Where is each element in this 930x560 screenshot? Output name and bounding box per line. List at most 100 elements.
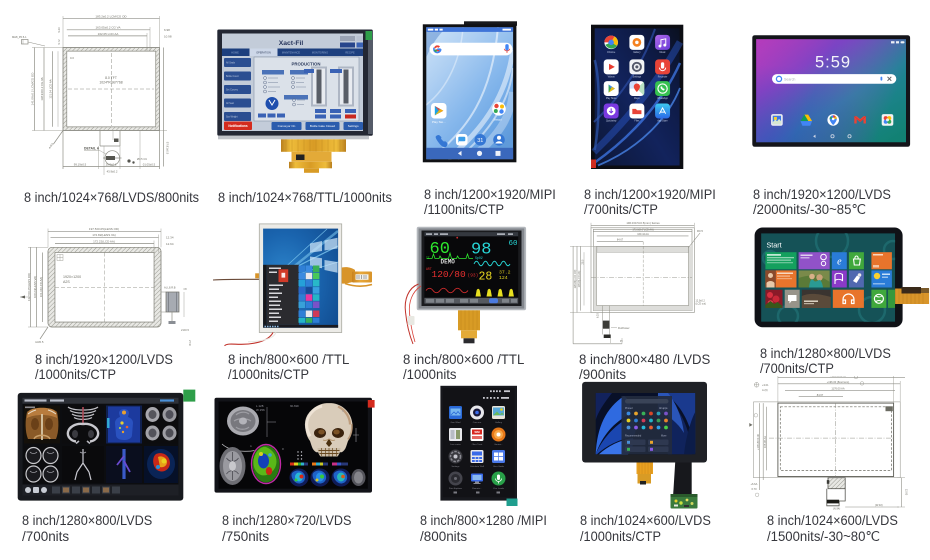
svg-text:(93): (93) (468, 273, 479, 279)
svg-text:132.5±0.05(LENS OD): 132.5±0.05(LENS OD) (27, 273, 31, 301)
svg-text:App Store: App Store (657, 120, 668, 123)
svg-text:Play Store: Play Store (606, 97, 617, 100)
svg-text:Sys Weight: Sys Weight (226, 116, 238, 119)
svg-text:SIM: SIM (474, 430, 480, 434)
svg-text:Settings: Settings (348, 124, 359, 128)
svg-text:Ober Treat: Ober Treat (472, 443, 483, 446)
svg-text:W 256: W 256 (256, 408, 265, 412)
svg-text:9.23: 9.23 (57, 27, 61, 33)
svg-text:Files: Files (634, 121, 640, 123)
svg-text:WhatsApp: WhatsApp (657, 97, 668, 100)
svg-text:All Seal: All Seal (226, 102, 234, 105)
svg-text:Pinned: Pinned (625, 407, 633, 410)
svg-text:PRODUCTION: PRODUCTION (292, 62, 321, 67)
svg-text:Start: Start (767, 241, 782, 250)
svg-text:Xаct-Fіl: Xаct-Fіl (279, 39, 304, 47)
svg-text:Vice Loude: Vice Loude (493, 488, 505, 490)
svg-text:8.0 TFT: 8.0 TFT (105, 76, 117, 80)
svg-text:3D-SSD: 3D-SSD (290, 405, 299, 408)
svg-text:Remote...: Remote... (472, 487, 482, 490)
svg-text:Notifications: Notifications (228, 124, 248, 128)
svg-text:124: 124 (499, 275, 508, 281)
svg-text:4-R0.5: 4-R0.5 (35, 340, 44, 344)
svg-text:Gurten...: Gurten... (494, 443, 503, 446)
svg-text:MH8_P0.5-1: MH8_P0.5-1 (12, 35, 27, 39)
svg-text:197.5±0.05(LENS OD): 197.5±0.05(LENS OD) (89, 227, 119, 231)
svg-text:84.67: 84.67 (817, 393, 824, 397)
svg-text:173.0(8.0"LCD AA): 173.0(8.0"LCD AA) (632, 229, 653, 232)
svg-text:43.9±0.2: 43.9±0.2 (107, 170, 118, 174)
svg-text:126.84(LCD OD): 126.84(LCD OD) (574, 269, 577, 288)
svg-text:Maps: Maps (634, 98, 640, 100)
svg-text:108.24(LENS VA): 108.24(LENS VA) (33, 276, 37, 298)
svg-text:Ø3.5 CU: Ø3.5 CU (137, 157, 147, 161)
svg-text:SpO2: SpO2 (475, 256, 483, 260)
svg-text:6.20: 6.20 (597, 313, 600, 318)
svg-text:II: II (426, 256, 430, 260)
svg-text:MAINTENANCE: MAINTENANCE (282, 52, 301, 55)
svg-text:ART: ART (426, 267, 432, 271)
svg-text:Music: Music (660, 52, 667, 54)
svg-text:DETAIL A: DETAIL A (84, 147, 100, 151)
svg-text:e: e (837, 257, 842, 268)
svg-text:10.98: 10.98 (164, 35, 172, 39)
svg-text:MONITORING: MONITORING (312, 52, 328, 55)
svg-text:1176.00 AA: 1176.00 AA (831, 387, 844, 391)
svg-text:R: R (282, 447, 284, 451)
svg-text:121.54 LCD AA: 121.54 LCD AA (49, 79, 53, 98)
svg-text:4-R3: 4-R3 (48, 142, 55, 150)
svg-text:Cam era: Cam era (473, 421, 482, 424)
svg-text:+105.80±0.30: +105.80±0.30 (756, 433, 760, 449)
svg-text:+6.6A: +6.6A (751, 482, 758, 486)
svg-text:120/80: 120/80 (432, 269, 467, 280)
svg-text:141.08±0.2 LCM/CG OD: 141.08±0.2 LCM/CG OD (31, 72, 35, 106)
svg-text:12.0±0.2: 12.0±0.2 (696, 300, 706, 303)
svg-text:12.64: 12.64 (166, 242, 174, 246)
svg-text:Lan centre: Lan centre (450, 443, 461, 446)
svg-text:98: 98 (471, 241, 491, 260)
svg-text:RECIPE: RECIPE (345, 52, 355, 55)
svg-text:PI: PI (620, 339, 623, 343)
svg-text:12.34: 12.34 (166, 236, 174, 240)
svg-text:169.44 AA: 169.44 AA (637, 233, 649, 236)
svg-text:31: 31 (477, 138, 483, 144)
svg-text:All apps: All apps (659, 407, 668, 410)
svg-text:Set Convey: Set Convey (226, 89, 239, 92)
svg-text:105.8(LCD AA): 105.8(LCD AA) (578, 270, 581, 287)
svg-text:01.05±0.5: 01.05±0.5 (143, 162, 156, 166)
svg-text:R: R (342, 410, 344, 413)
svg-text:OPERATION: OPERATION (256, 52, 271, 55)
svg-text:User Guide: User Guide (493, 465, 505, 468)
svg-text:Recorder: Recorder (658, 76, 668, 78)
svg-text:(N.94): (N.94) (833, 507, 840, 511)
svg-text:+196.00 (8out lens): +196.00 (8out lens) (827, 380, 850, 384)
svg-text:196.0±0.5×0.5(mm) 3wires: 196.0±0.5×0.5(mm) 3wires (626, 221, 660, 225)
svg-text:A.(6): A.(6) (762, 388, 768, 392)
svg-text:60: 60 (509, 240, 519, 248)
svg-text:162.05 LCD AA: 162.05 LCD AA (98, 32, 119, 36)
svg-text:1024*RGB*768: 1024*RGB*768 (99, 81, 122, 85)
svg-text:Settings: Settings (452, 465, 461, 468)
svg-text:L 128: L 128 (256, 404, 264, 408)
svg-text:Search: Search (784, 78, 795, 82)
svg-text:172.82(LENS VA): 172.82(LENS VA) (92, 233, 116, 237)
svg-text:More: More (661, 435, 667, 438)
svg-text:28: 28 (479, 271, 493, 284)
svg-text:+151.80±0.30: +151.80±0.30 (830, 376, 846, 378)
svg-text:DuPower: DuPower (618, 326, 630, 330)
svg-text:12.95: 12.95 (905, 489, 909, 496)
svg-text:Bottle Count: Bottle Count (226, 75, 239, 78)
svg-text:9.72: 9.72 (57, 39, 61, 45)
svg-text:21±0.5: 21±0.5 (181, 328, 189, 332)
svg-text:Quickstep: Quickstep (606, 120, 617, 123)
svg-text:DEMO: DEMO (441, 259, 456, 266)
svg-text:6.98: 6.98 (164, 28, 170, 32)
svg-text:AU_8.R.B: AU_8.R.B (164, 286, 176, 290)
svg-text:↥8: ↥8 (183, 287, 187, 291)
svg-text:Conveyor On: Conveyor On (278, 124, 296, 128)
svg-text:Play Sto...: Play Sto... (432, 120, 446, 124)
svg-text:Gen Wind: Gen Wind (451, 422, 462, 424)
svg-text:27.9±0.5: 27.9±0.5 (188, 340, 192, 346)
svg-text:+3.01: +3.01 (762, 383, 769, 387)
svg-text:HOME: HOME (231, 52, 239, 55)
